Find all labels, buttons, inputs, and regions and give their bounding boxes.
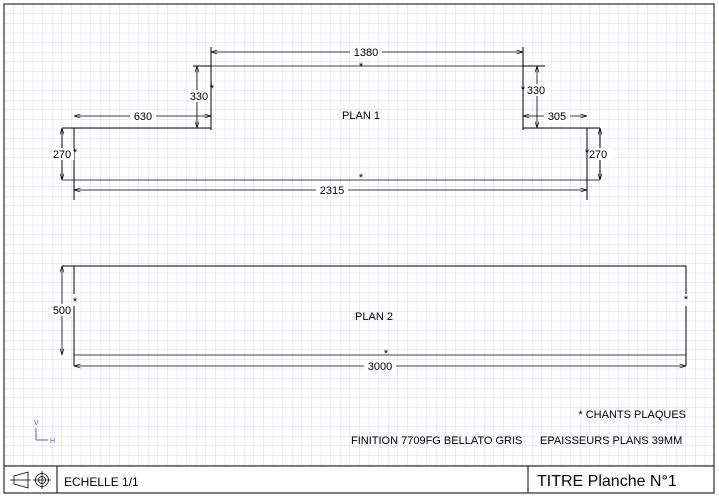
plan1-marker-top: * <box>359 61 364 73</box>
axis-h-label: H <box>50 438 55 445</box>
plan2-label: PLAN 2 <box>355 311 393 323</box>
dim-bg <box>316 184 348 196</box>
plan1-marker-bottom: * <box>359 172 364 184</box>
plan1-marker-left-step: * <box>210 83 215 95</box>
plan1-dim-top-width: 1380 <box>354 47 378 59</box>
axis-v-label: V <box>34 420 39 427</box>
plan2-outline[interactable] <box>62 265 687 366</box>
scale-label: ECHELLE 1/1 <box>64 475 139 489</box>
plan1-marker-right-step: * <box>521 84 526 96</box>
plan1-dim-right-step-height: 330 <box>527 85 545 97</box>
plan2-marker-right: * <box>684 294 689 306</box>
note-chants: * CHANTS PLAQUES <box>578 409 686 421</box>
plan1-dim-right-height: 270 <box>589 149 607 161</box>
dim-bg <box>590 148 612 160</box>
projection-symbol-icon <box>10 471 51 489</box>
title-block <box>3 465 715 494</box>
sheet-title: TITRE Planche N°1 <box>537 473 677 490</box>
dim-bg <box>364 360 396 372</box>
dim-bg <box>51 304 73 316</box>
plan2-marker-bottom: * <box>384 348 389 360</box>
note-finition: FINITION 7709FG BELLATO GRIS <box>351 435 522 447</box>
dim-bg <box>526 84 548 96</box>
plan1-dim-left-step-height: 330 <box>190 91 208 103</box>
dim-bg <box>544 110 570 122</box>
axis-indicator-icon: V H <box>34 420 55 445</box>
plan1-dim-total-width: 2315 <box>320 185 344 197</box>
plan2-marker-left: * <box>73 296 78 308</box>
plan1-dim-left-height: 270 <box>53 149 71 161</box>
dim-bg <box>350 46 382 58</box>
grid-background <box>4 4 714 466</box>
plan1-dim-left-step-width: 630 <box>134 111 152 123</box>
plan1-marker-right-side: * <box>585 147 590 159</box>
dim-bg <box>130 110 156 122</box>
plan2-dim-total-width: 3000 <box>368 361 392 373</box>
plan2-dim-height: 500 <box>53 305 71 317</box>
plan1-dim-right-step-width: 305 <box>548 111 566 123</box>
dim-bg <box>188 90 210 102</box>
note-epaisseur: EPAISSEURS PLANS 39MM <box>540 435 682 447</box>
plan1-label: PLAN 1 <box>342 110 380 122</box>
plan1-marker-left-side: * <box>73 147 78 159</box>
dim-bg <box>52 148 74 160</box>
